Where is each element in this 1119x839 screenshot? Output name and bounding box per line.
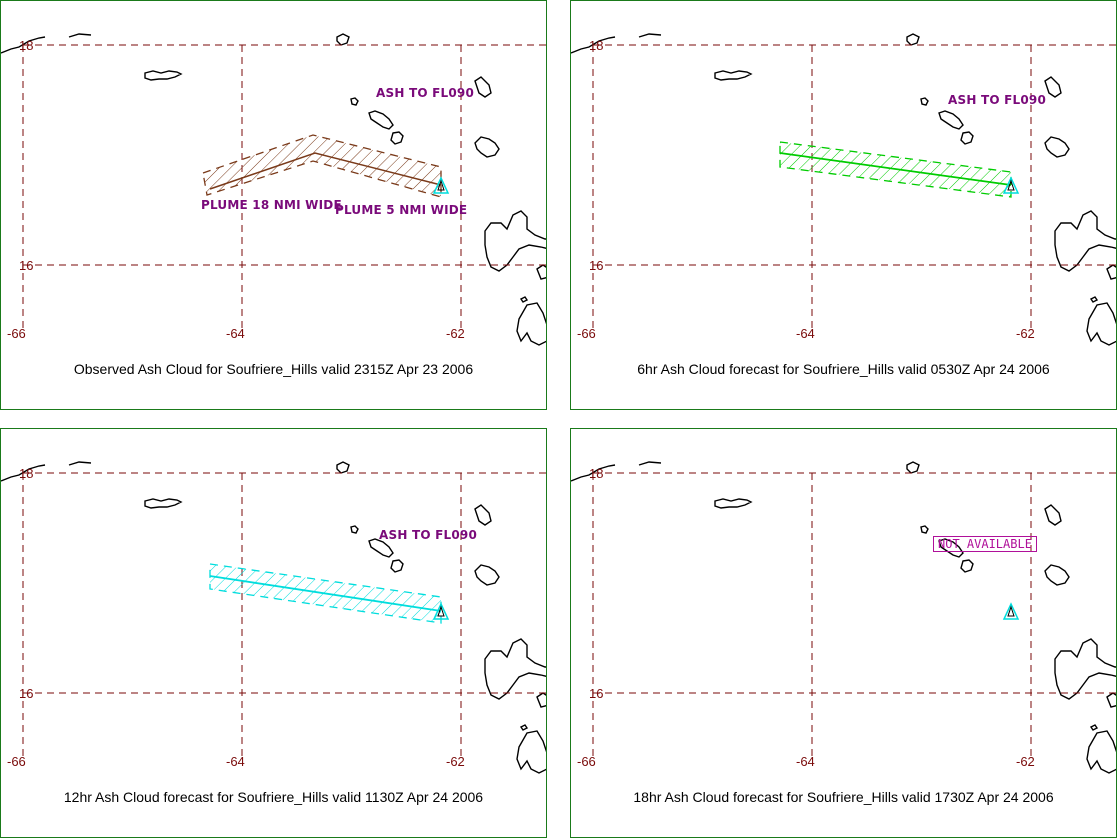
lon-label-66: -66 bbox=[7, 754, 26, 769]
panel-caption: 12hr Ash Cloud forecast for Soufriere_Hi… bbox=[63, 789, 484, 805]
lon-label-64: -64 bbox=[796, 326, 815, 341]
lon-label-66: -66 bbox=[577, 326, 596, 341]
not-available-badge: NOT AVAILABLE bbox=[933, 536, 1037, 552]
lon-label-64: -64 bbox=[796, 754, 815, 769]
map-canvas bbox=[571, 33, 1116, 346]
ash-height-annotation: ASH TO FL090 bbox=[948, 93, 1047, 107]
coastline bbox=[571, 461, 1116, 774]
lat-label-16: 16 bbox=[19, 686, 34, 701]
lat-label-18: 18 bbox=[589, 466, 604, 481]
lon-label-66: -66 bbox=[7, 326, 26, 341]
volcano-icon bbox=[432, 176, 450, 194]
map-canvas bbox=[571, 461, 1116, 774]
plume-axis bbox=[209, 575, 442, 612]
lat-label-16: 16 bbox=[19, 258, 34, 273]
ash-height-annotation: ASH TO FL090 bbox=[379, 528, 478, 542]
volcano-icon bbox=[1002, 602, 1020, 620]
plume-axis bbox=[779, 152, 1012, 186]
lat-lon-grid bbox=[22, 472, 546, 759]
panel-caption: 6hr Ash Cloud forecast for Soufriere_Hil… bbox=[637, 361, 1050, 377]
panel-caption: 18hr Ash Cloud forecast for Soufriere_Hi… bbox=[633, 789, 1054, 805]
map-panel-18hr: 18 16 -66 -64 -62 NOT AVAILABLE 18hr Ash… bbox=[570, 428, 1117, 838]
plume-axis bbox=[209, 152, 442, 190]
map-canvas bbox=[1, 33, 546, 346]
coastline bbox=[1, 33, 546, 346]
lat-label-18: 18 bbox=[19, 466, 34, 481]
lon-label-62: -62 bbox=[446, 326, 465, 341]
lon-label-62: -62 bbox=[446, 754, 465, 769]
lat-label-16: 16 bbox=[589, 686, 604, 701]
ash-cloud-polygon bbox=[202, 134, 442, 198]
lon-label-62: -62 bbox=[1016, 326, 1035, 341]
lat-label-16: 16 bbox=[589, 258, 604, 273]
volcano-icon bbox=[432, 602, 450, 620]
lat-lon-grid bbox=[592, 44, 1116, 331]
lat-lon-grid bbox=[592, 472, 1116, 759]
ash-height-annotation: ASH TO FL090 bbox=[376, 86, 475, 100]
panel-caption: Observed Ash Cloud for Soufriere_Hills v… bbox=[73, 361, 474, 377]
coastline bbox=[1, 461, 546, 774]
coastline bbox=[571, 33, 1116, 346]
plume-width-annotation-west: PLUME 18 NMI WIDE bbox=[201, 198, 342, 212]
map-panel-6hr: 18 16 -66 -64 -62 ASH TO FL090 6hr Ash C… bbox=[570, 0, 1117, 410]
map-panel-observed: 18 16 -66 -64 -62 ASH TO FL090 PLUME 18 … bbox=[0, 0, 547, 410]
volcano-icon bbox=[1002, 176, 1020, 194]
lat-label-18: 18 bbox=[19, 38, 34, 53]
lon-label-66: -66 bbox=[577, 754, 596, 769]
lon-label-64: -64 bbox=[226, 326, 245, 341]
lat-label-18: 18 bbox=[589, 38, 604, 53]
lon-label-62: -62 bbox=[1016, 754, 1035, 769]
lat-lon-grid bbox=[22, 44, 546, 331]
map-panel-12hr: 18 16 -66 -64 -62 ASH TO FL090 12hr Ash … bbox=[0, 428, 547, 838]
map-canvas bbox=[1, 461, 546, 774]
plume-width-annotation-east: PLUME 5 NMI WIDE bbox=[335, 203, 468, 217]
lon-label-64: -64 bbox=[226, 754, 245, 769]
